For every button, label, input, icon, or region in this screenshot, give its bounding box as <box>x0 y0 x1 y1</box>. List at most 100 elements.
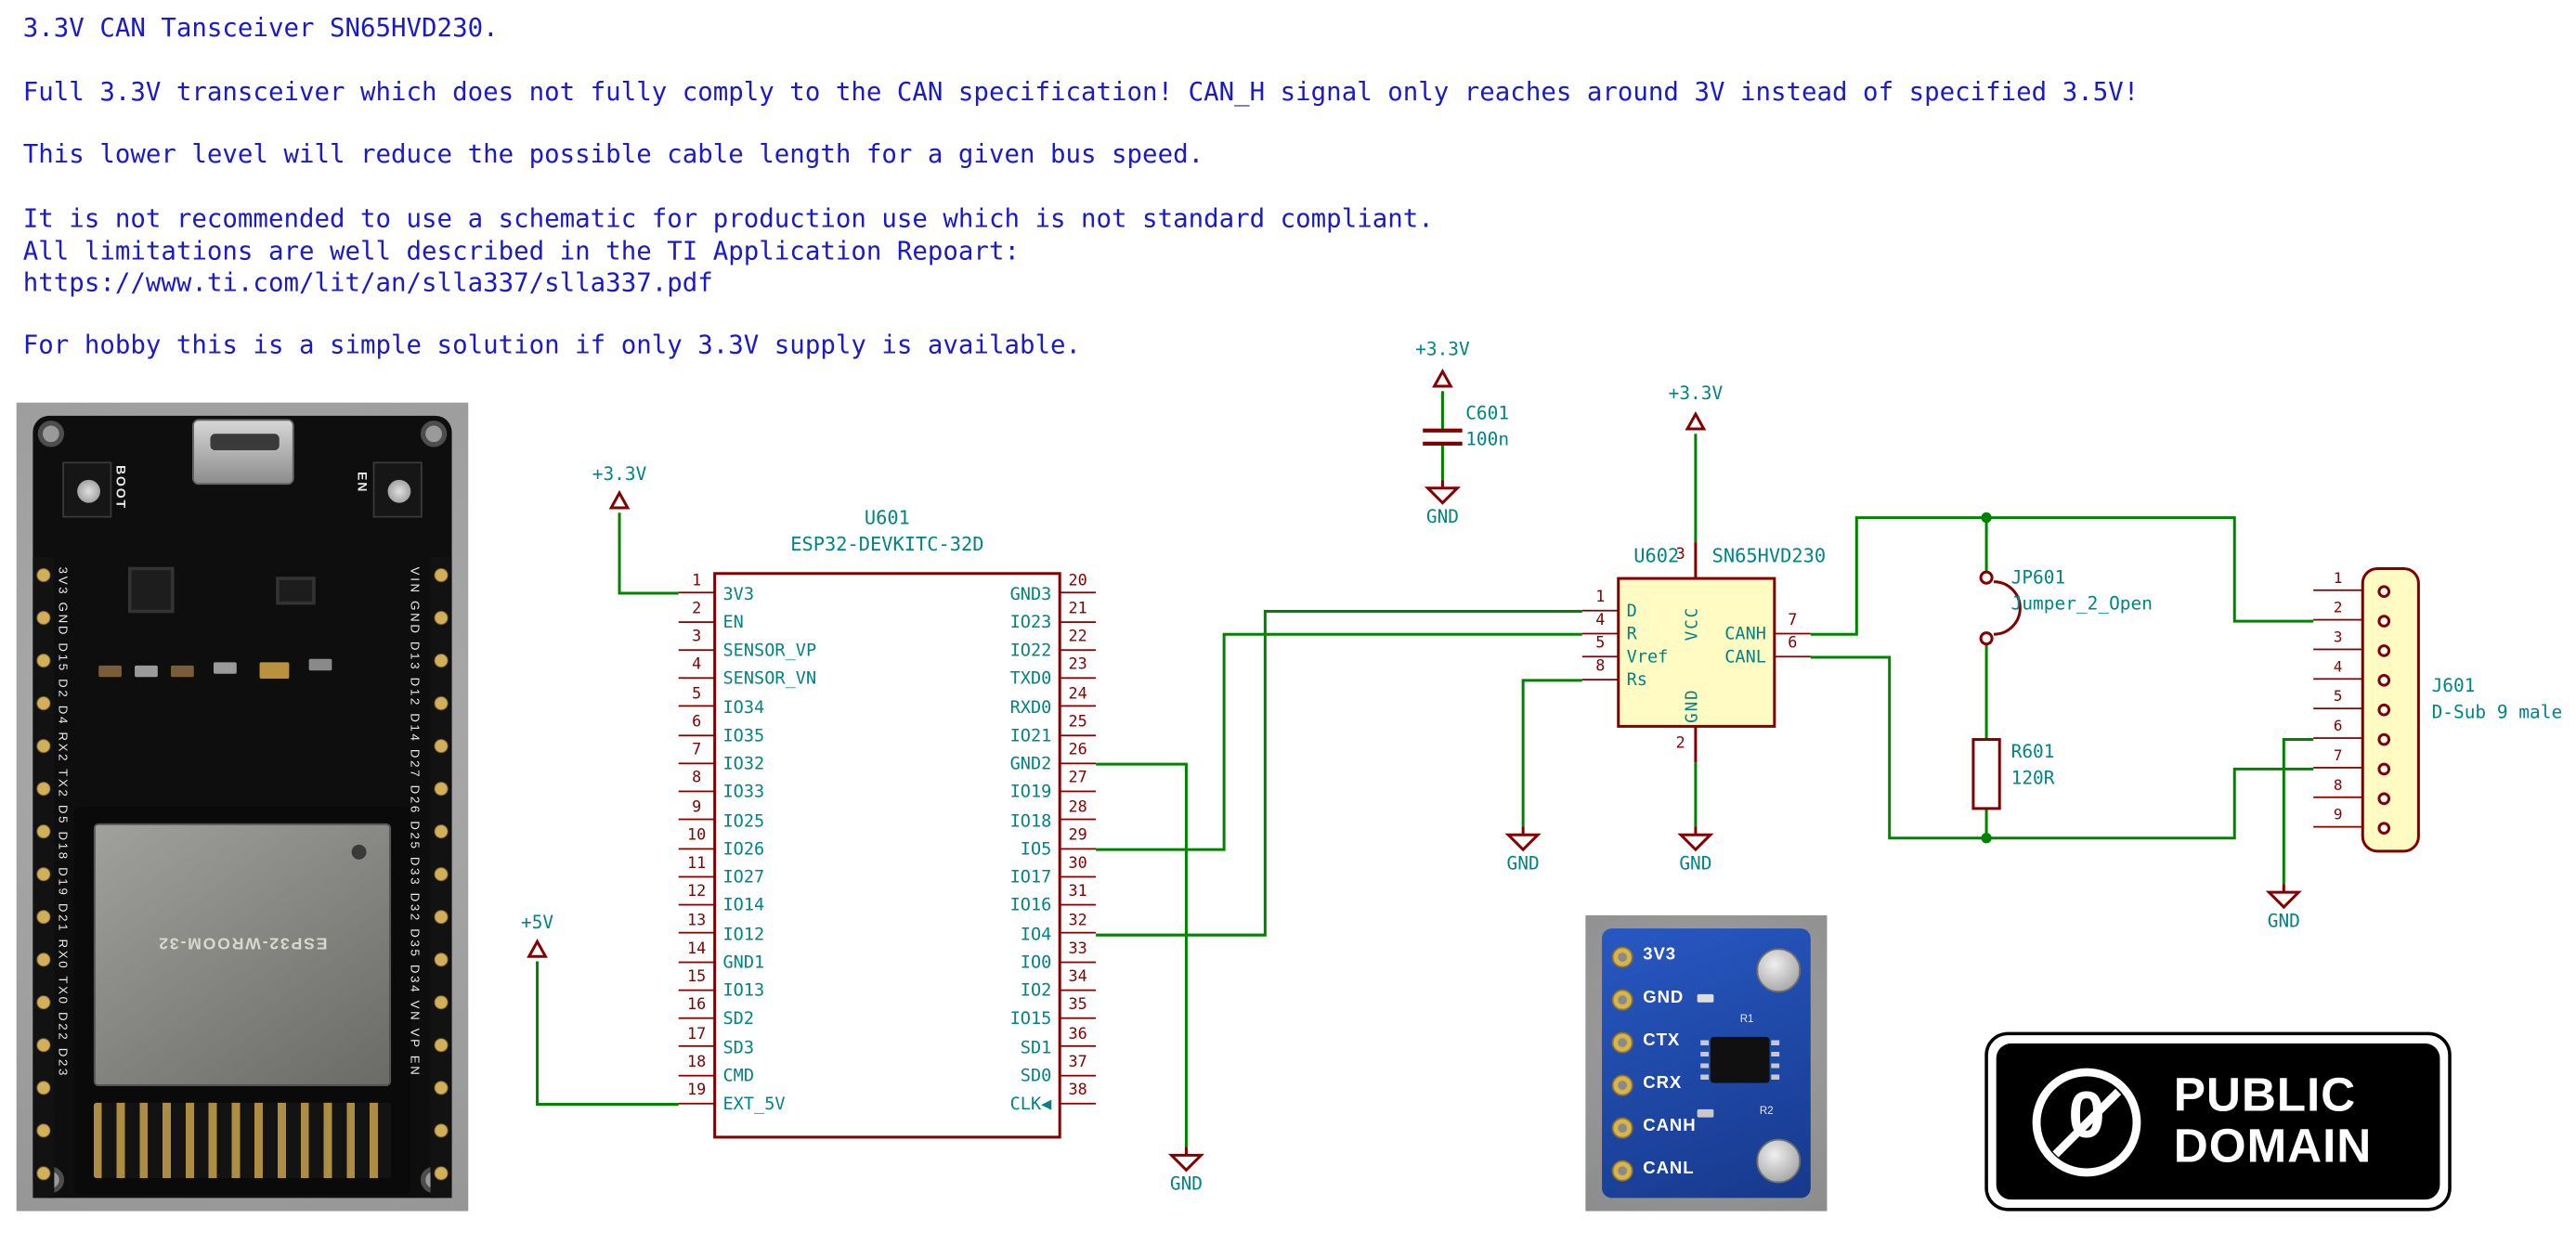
u602-left-pins: 1 D 4 R 5 Vref 8 Rs <box>1581 589 1763 692</box>
resistor-ref: R1 <box>1739 1014 1754 1026</box>
pin: 4 <box>2313 660 2363 695</box>
j601-body <box>2361 566 2420 853</box>
public-domain-text: PUBLIC DOMAIN <box>2174 1070 2372 1172</box>
j601-pin-circle <box>2377 792 2391 806</box>
u601-left-pins: 1 3V3 2 EN 3 SENSOR_VP 4 SENSOR_VN 5 IO3… <box>678 571 909 1119</box>
pin-number: 5 <box>2313 690 2363 710</box>
pin-number: 4 <box>1581 612 1619 635</box>
notes-line: Full 3.3V transceiver which does not ful… <box>22 77 2140 108</box>
pin-number: 15 <box>678 968 715 991</box>
u602-vcc-pin-name: VCC <box>1684 606 1702 641</box>
pin: 36 SD1 <box>916 1025 1097 1062</box>
wire-3v3-to-3v3pin <box>618 512 679 595</box>
pin-name: TXD0 <box>1009 668 1052 690</box>
j601-pin-circle <box>2377 585 2391 599</box>
pin-silkscreen-left: 3V3 GND D15 D2 D4 RX2 TX2 D5 D18 D19 D21… <box>56 566 72 1079</box>
pin-number: 38 <box>1060 1082 1097 1105</box>
solder-pad <box>1611 1031 1633 1054</box>
j601-pin-circle <box>2377 732 2391 746</box>
pin: 7 CANH <box>1646 612 1811 646</box>
pin: 3 SENSOR_VP <box>678 628 909 666</box>
mounting-hole <box>420 421 448 447</box>
passive-component <box>308 658 332 671</box>
pin: 8 IO33 <box>678 770 909 807</box>
u601-body <box>713 572 1061 1139</box>
pin-name: SENSOR_VP <box>722 641 817 661</box>
resistor-ref: R2 <box>1759 1106 1774 1118</box>
power-arrow-3v3 <box>1432 368 1453 388</box>
pin-name: IO27 <box>722 867 765 888</box>
pin-name: SD2 <box>722 1009 755 1030</box>
pin-number: 6 <box>2313 719 2363 740</box>
boot-button-label: BOOT <box>113 464 129 510</box>
pin: 5 Vref <box>1581 635 1763 669</box>
pin: 9 <box>2313 808 2363 843</box>
solder-pad <box>1611 946 1633 968</box>
wire-gnd2-to-gnd <box>1096 762 1188 1147</box>
pin: 10 IO26 <box>678 826 909 863</box>
pin-number: 34 <box>1060 968 1097 991</box>
pin-label: CTX <box>1643 1030 1681 1051</box>
standoff <box>1756 1138 1802 1184</box>
pin: 30 IO17 <box>916 855 1097 892</box>
pin-number: 18 <box>678 1053 715 1077</box>
notes-line: All limitations are well described in th… <box>22 236 1020 266</box>
pin: 1 <box>2313 571 2363 606</box>
button-cap <box>387 479 411 503</box>
button-cap <box>77 479 100 503</box>
c601-value: 100n <box>1465 428 1510 451</box>
can-breakout-photo: 3V3 GND CTX CRX CANH CANL <box>1585 914 1828 1212</box>
pin: 2 EN <box>678 600 909 637</box>
j601-pin-circle <box>2377 644 2391 657</box>
pin-number: 22 <box>1060 628 1097 651</box>
gnd-symbol <box>1167 1147 1204 1173</box>
pin: 25 IO21 <box>916 713 1097 750</box>
wire-canl <box>1810 655 2314 840</box>
pin-number: 5 <box>1581 635 1619 658</box>
gnd-symbol <box>1677 826 1714 852</box>
pin-number: 20 <box>1060 571 1097 594</box>
pin-number: 8 <box>2313 778 2363 799</box>
pin: 13 IO12 <box>678 912 909 949</box>
pin: 9 IO25 <box>678 798 909 836</box>
u602-body <box>1617 577 1776 728</box>
chip-pins <box>1771 1040 1780 1080</box>
pin: 32 IO4 <box>916 912 1097 949</box>
pin-label: CRX <box>1643 1072 1683 1094</box>
pin-number: 31 <box>1060 883 1097 906</box>
pin-name: CMD <box>722 1066 755 1086</box>
esp32-devkit-photo: BOOT EN 3V3 GND D15 D2 D4 RX2 TX2 D5 D18… <box>16 402 469 1212</box>
u602-vcc-pin-number: 3 <box>1675 545 1685 564</box>
pin: 5 <box>2313 690 2363 725</box>
j601-pin-circle <box>2377 822 2391 835</box>
pin-name: 3V3 <box>722 584 755 604</box>
pin-number: 37 <box>1060 1053 1097 1077</box>
pin: 6 <box>2313 719 2363 755</box>
pin-number: 3 <box>2313 630 2363 651</box>
pin: 17 SD3 <box>678 1025 909 1062</box>
u601-right-pins: 20 GND3 21 IO23 22 IO22 23 TXD0 24 RXD0 … <box>916 571 1097 1119</box>
pin-name: IO32 <box>722 754 765 774</box>
pin: 22 IO22 <box>916 628 1097 666</box>
pin-name: IO18 <box>1009 810 1052 831</box>
pin-name: GND2 <box>1009 754 1052 774</box>
pin: 26 GND2 <box>916 742 1097 779</box>
pin-number: 9 <box>2313 808 2363 829</box>
pin-name: SENSOR_VN <box>722 668 817 690</box>
pin-number: 13 <box>678 912 715 935</box>
gnd-label: GND <box>2267 910 2300 932</box>
usb-uart-chip <box>128 566 175 614</box>
pin: 37 SD0 <box>916 1053 1097 1091</box>
pin-label: GND <box>1643 987 1685 1008</box>
pin-number: 24 <box>1060 685 1097 708</box>
pin-number: 11 <box>678 855 715 878</box>
pin-number: 21 <box>1060 600 1097 623</box>
symbols <box>527 368 2420 1173</box>
pin-number: 2 <box>678 600 715 623</box>
pin: 1 D <box>1581 589 1763 623</box>
pin-name: SD3 <box>722 1037 755 1058</box>
pin-label: 3V3 <box>1643 944 1677 965</box>
wire-io4-to-d <box>1096 609 1582 937</box>
notes-line: For hobby this is a simple solution if o… <box>22 330 1082 360</box>
